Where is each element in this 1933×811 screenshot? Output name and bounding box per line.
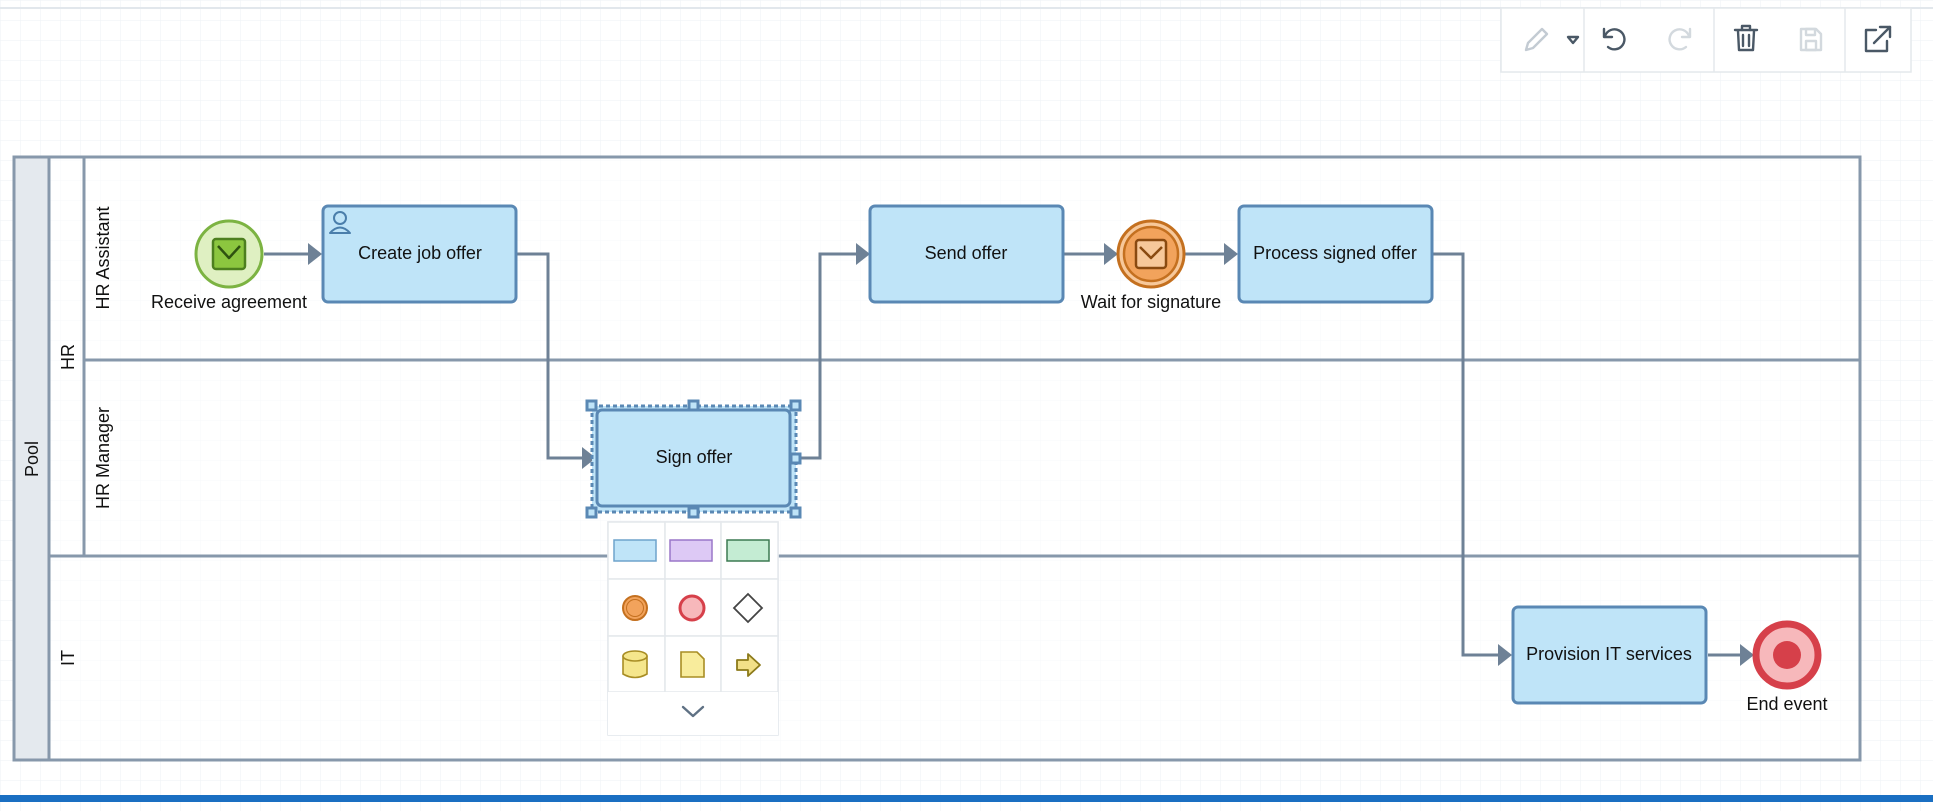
resize-handle[interactable] — [687, 506, 700, 519]
start-event-label: Receive agreement — [151, 292, 307, 312]
resize-handle[interactable] — [789, 506, 802, 519]
pool-label: Pool — [22, 441, 42, 477]
annotation-shape-item[interactable] — [680, 651, 705, 678]
arrowhead — [1740, 644, 1754, 666]
arrowhead — [1224, 243, 1238, 265]
toolbar — [1500, 7, 1912, 73]
task-send-offer[interactable]: Send offer — [868, 204, 1065, 304]
end-event[interactable]: End event — [1746, 620, 1828, 714]
pool-header — [12, 155, 51, 762]
arrowhead — [582, 447, 596, 469]
task-label: Send offer — [925, 243, 1008, 263]
task-sign-offer[interactable]: Sign offer — [585, 399, 802, 519]
task-label: Create job offer — [358, 243, 482, 263]
trash-icon[interactable] — [1733, 24, 1759, 52]
chevron-down-icon[interactable] — [1566, 35, 1580, 45]
flow-sign-to-send[interactable] — [790, 252, 858, 460]
more-shapes-button[interactable] — [608, 692, 778, 735]
envelope-icon — [211, 237, 247, 271]
user-icon — [329, 211, 351, 234]
subprocess-shape-item[interactable] — [669, 539, 713, 562]
message-flow-shape-item[interactable] — [736, 653, 761, 677]
end-event-label: End event — [1746, 694, 1827, 714]
data-store-shape-item[interactable] — [622, 650, 648, 679]
redo-icon[interactable] — [1668, 27, 1692, 51]
task-shape-item[interactable] — [613, 539, 657, 562]
task-label: Provision IT services — [1526, 644, 1692, 664]
resize-handle[interactable] — [585, 399, 598, 412]
gateway-shape-item[interactable] — [732, 592, 764, 624]
envelope-icon — [1134, 238, 1168, 270]
group-shape-item[interactable] — [726, 539, 770, 562]
task-provision-it-services[interactable]: Provision IT services — [1511, 605, 1708, 705]
external-link-icon[interactable] — [1864, 25, 1892, 53]
arrowhead — [856, 243, 870, 265]
end-event-core — [1773, 641, 1801, 669]
chevron-down-icon — [681, 705, 705, 718]
lane-label-hr-assistant: HR Assistant — [93, 206, 113, 309]
flow-create-to-sign[interactable] — [516, 252, 584, 460]
arrowhead — [1104, 243, 1118, 265]
arrowhead — [308, 243, 322, 265]
intermediate-event-label: Wait for signature — [1081, 292, 1221, 312]
start-event-receive-agreement[interactable]: Receive agreement — [151, 219, 307, 312]
toolbar-panel — [1500, 7, 1912, 73]
resize-handle[interactable] — [585, 506, 598, 519]
lane-label-it: IT — [58, 650, 78, 666]
flow-process-to-provision[interactable] — [1432, 252, 1500, 657]
task-label: Sign offer — [656, 447, 733, 467]
bottom-accent-bar — [0, 795, 1933, 802]
lane-label-hr: HR — [58, 344, 78, 370]
task-label: Process signed offer — [1253, 243, 1417, 263]
sequence-flows[interactable] — [264, 243, 1754, 666]
intermediate-event-wait-for-signature[interactable]: Wait for signature — [1081, 219, 1221, 312]
resize-handle[interactable] — [687, 399, 700, 412]
lane-label-hr-manager: HR Manager — [93, 407, 113, 509]
save-icon[interactable] — [1799, 27, 1823, 52]
task-process-signed-offer[interactable]: Process signed offer — [1237, 204, 1434, 304]
resize-handle[interactable] — [789, 452, 802, 465]
arrowhead — [1498, 644, 1512, 666]
selection-handles[interactable] — [585, 399, 802, 519]
task-create-job-offer[interactable]: Create job offer — [321, 204, 518, 304]
context-palette[interactable] — [607, 521, 779, 736]
end-event-shape-item[interactable] — [678, 594, 706, 622]
undo-icon[interactable] — [1602, 27, 1626, 51]
resize-handle[interactable] — [789, 399, 802, 412]
intermediate-event-shape-item[interactable] — [622, 595, 648, 621]
pencil-icon[interactable] — [1518, 18, 1554, 62]
